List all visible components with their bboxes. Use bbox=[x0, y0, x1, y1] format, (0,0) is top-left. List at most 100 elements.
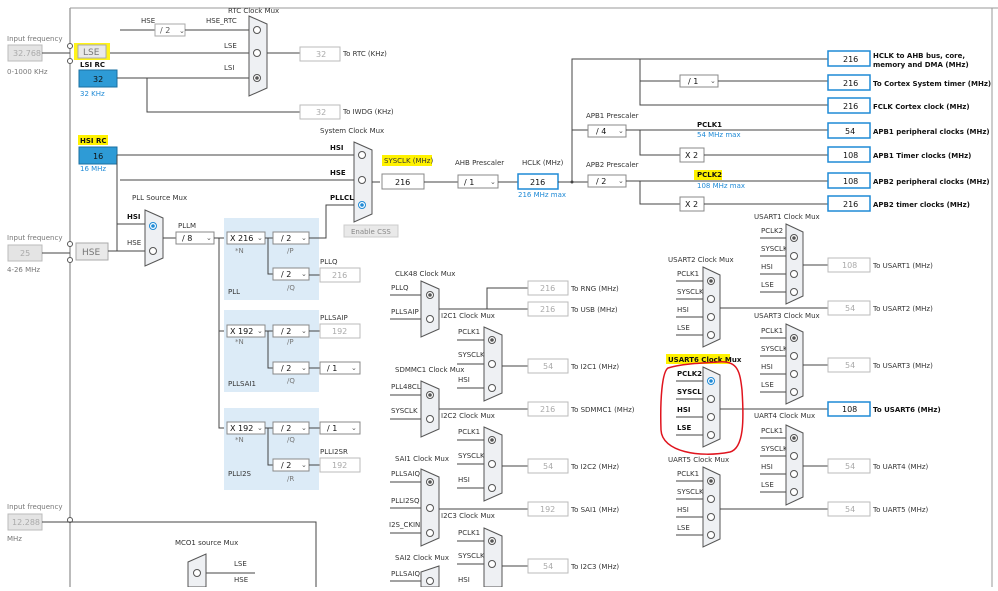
output-box[interactable] bbox=[827, 97, 871, 114]
output-label: APB1 peripheral clocks (MHz) bbox=[873, 128, 990, 136]
output-box[interactable] bbox=[827, 50, 871, 67]
uart5-option-3[interactable] bbox=[707, 531, 715, 539]
sai1-in-2: I2S_CKIN bbox=[389, 521, 420, 529]
uart5-option-1[interactable] bbox=[707, 495, 715, 503]
output-box[interactable] bbox=[827, 172, 871, 189]
pllsai-name: PLLSAI1 bbox=[228, 380, 256, 388]
usart6-mux-title: USART6 Clock Mux bbox=[668, 356, 742, 364]
uart5-option-2[interactable] bbox=[707, 513, 715, 521]
usart3-option-3[interactable] bbox=[790, 388, 798, 396]
apb1-prescaler-select[interactable] bbox=[587, 124, 627, 138]
hse-pin-2 bbox=[67, 257, 73, 263]
pllsai-p-sub: /P bbox=[287, 338, 294, 346]
output-box[interactable] bbox=[827, 74, 871, 91]
lsi-rc-title: LSI RC bbox=[80, 61, 105, 69]
usart6-output-value: 108 bbox=[842, 405, 857, 414]
plli2s-r-value: / 2 bbox=[281, 461, 291, 470]
sysmux-option-hse[interactable] bbox=[358, 176, 366, 184]
usart3-clock-mux[interactable] bbox=[785, 323, 804, 405]
i2c1-option-2[interactable] bbox=[488, 384, 496, 392]
clk48-selected-dot bbox=[428, 293, 432, 297]
output-label: FCLK Cortex clock (MHz) bbox=[873, 103, 970, 111]
sai1-option-2[interactable] bbox=[426, 529, 434, 537]
lse-source[interactable] bbox=[77, 44, 107, 59]
pllsai-div-value: / 1 bbox=[327, 364, 337, 373]
plli2sr-label: PLLI2SR bbox=[320, 448, 348, 456]
plli2s-div-select[interactable] bbox=[319, 421, 361, 435]
usart6-option-1[interactable] bbox=[707, 395, 715, 403]
sai1-selected-dot bbox=[428, 480, 432, 484]
usart6-in-1: SYSCLK bbox=[677, 388, 708, 396]
usart2-clock-mux[interactable] bbox=[702, 266, 721, 348]
pclk1-sub: 54 MHz max bbox=[697, 131, 741, 139]
pllm-chevron-icon: ⌄ bbox=[206, 234, 212, 242]
uart4-option-3[interactable] bbox=[790, 488, 798, 496]
output-box[interactable] bbox=[827, 122, 871, 139]
usart1-in-0: PCLK2 bbox=[761, 227, 783, 235]
usart3-output-box bbox=[827, 357, 871, 373]
pll-q-select[interactable] bbox=[272, 267, 310, 281]
i2c3-output-box bbox=[527, 558, 569, 574]
uart4-option-2[interactable] bbox=[790, 470, 798, 478]
usart2-option-3[interactable] bbox=[707, 331, 715, 339]
output-box[interactable] bbox=[827, 195, 871, 212]
usart1-clock-mux[interactable] bbox=[785, 223, 804, 305]
i2c1-mux-title: I2C1 Clock Mux bbox=[441, 312, 495, 320]
sdmmc1-option-1[interactable] bbox=[426, 415, 434, 423]
i2c3-output-value: 54 bbox=[543, 562, 553, 571]
enable-css-button[interactable] bbox=[343, 224, 399, 238]
i2c1-in-1: SYSCLK bbox=[458, 351, 485, 359]
usart6-output-box[interactable] bbox=[827, 401, 871, 417]
usart6-option-3[interactable] bbox=[707, 431, 715, 439]
rtc-mux-option-lse[interactable] bbox=[253, 49, 261, 57]
sai1-option-1[interactable] bbox=[426, 504, 434, 512]
i2c2-in-2: HSI bbox=[458, 476, 470, 484]
output-label: APB1 Timer clocks (MHz) bbox=[873, 152, 971, 160]
usart1-output-value: 108 bbox=[842, 261, 857, 270]
usart1-option-1[interactable] bbox=[790, 252, 798, 260]
uart5-clock-mux[interactable] bbox=[702, 466, 721, 548]
uart5-output-value: 54 bbox=[845, 505, 855, 514]
i2c3-in-1: SYSCLK bbox=[458, 552, 485, 560]
uart4-option-1[interactable] bbox=[790, 452, 798, 460]
usart2-output-value: 54 bbox=[845, 304, 855, 313]
i2c2-option-1[interactable] bbox=[488, 460, 496, 468]
i2s-input-range: MHz bbox=[7, 535, 22, 543]
i2c1-selected-dot bbox=[490, 338, 494, 342]
usart6-option-2[interactable] bbox=[707, 413, 715, 421]
usart3-option-1[interactable] bbox=[790, 352, 798, 360]
output-box[interactable] bbox=[827, 146, 871, 163]
usart2-option-1[interactable] bbox=[707, 295, 715, 303]
usart2-option-2[interactable] bbox=[707, 313, 715, 321]
i2c3-clock-mux[interactable] bbox=[483, 527, 503, 588]
usart1-option-3[interactable] bbox=[790, 288, 798, 296]
hclk-trunk-to-ahb bbox=[571, 58, 828, 182]
sysclk-label: SYSCLK (MHz) bbox=[384, 157, 433, 165]
usart6-clock-mux[interactable] bbox=[702, 366, 721, 448]
i2c3-option-1[interactable] bbox=[488, 560, 496, 568]
output-fclk: 216 FCLK Cortex clock (MHz) bbox=[827, 97, 970, 114]
i2c1-output-box bbox=[527, 358, 569, 374]
pllsai-div-select[interactable] bbox=[319, 361, 361, 375]
uart4-clock-mux[interactable] bbox=[785, 424, 804, 506]
clk48-option-pllsaip[interactable] bbox=[426, 315, 434, 323]
pll-source-mux[interactable] bbox=[144, 209, 164, 267]
i2c1-option-1[interactable] bbox=[488, 360, 496, 368]
uart5-in-2: HSI bbox=[677, 506, 689, 514]
mco1-option-lse[interactable] bbox=[193, 569, 201, 577]
rtc-hse-rtc-label: HSE_RTC bbox=[206, 17, 237, 25]
rtc-mux-option-hse[interactable] bbox=[253, 26, 261, 34]
usart3-option-2[interactable] bbox=[790, 370, 798, 378]
uart5-output-box bbox=[827, 501, 871, 517]
clk48-mux-title: CLK48 Clock Mux bbox=[395, 270, 455, 278]
usart6-in-0: PCLK2 bbox=[677, 370, 702, 378]
usart1-option-2[interactable] bbox=[790, 270, 798, 278]
sai2-option-0[interactable] bbox=[426, 577, 434, 585]
sdmmc1-clock-mux[interactable] bbox=[420, 380, 440, 438]
iwdg-output-label: To IWDG (KHz) bbox=[342, 108, 394, 116]
i2c2-option-2[interactable] bbox=[488, 484, 496, 492]
clk48-clock-mux[interactable] bbox=[420, 280, 440, 338]
sysmux-option-hsi[interactable] bbox=[358, 151, 366, 159]
pll-src-option-hse[interactable] bbox=[149, 247, 157, 255]
